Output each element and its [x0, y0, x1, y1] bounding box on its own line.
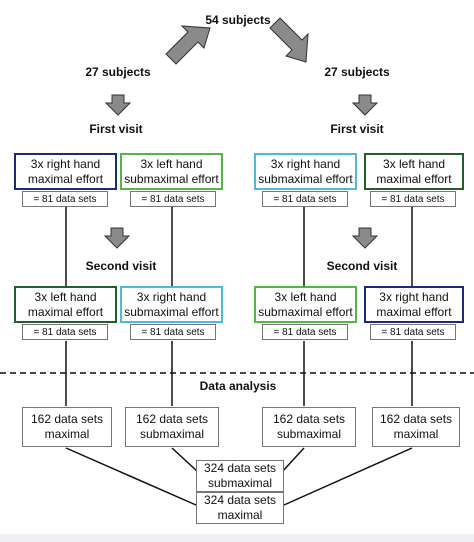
down-arrow-left-second — [103, 227, 131, 249]
down-arrow-right-second — [351, 227, 379, 249]
first-visit-left-label: First visit — [89, 122, 143, 136]
first-visit-count-2: = 81 data sets — [130, 191, 216, 207]
second-visit-count-4: = 81 data sets — [370, 324, 456, 340]
converge-col3 — [281, 447, 305, 473]
converge-col1 — [65, 447, 197, 506]
split-arrow-right — [269, 17, 309, 63]
split-arrow-left — [165, 25, 211, 65]
down-arrow-left-first — [104, 94, 132, 116]
first-visit-count-4: = 81 data sets — [370, 191, 456, 207]
second-visit-right-label: Second visit — [326, 259, 398, 273]
converge-col2 — [171, 447, 199, 473]
footer-band — [0, 534, 474, 542]
second-visit-count-1: = 81 data sets — [22, 324, 108, 340]
group-left-label: 27 subjects — [85, 65, 151, 79]
data-analysis-label: Data analysis — [199, 379, 277, 393]
group-right-label: 27 subjects — [324, 65, 390, 79]
first-visit-count-3: = 81 data sets — [262, 191, 348, 207]
second-visit-left-label: Second visit — [85, 259, 157, 273]
total-subjects-label: 54 subjects — [205, 13, 271, 27]
second-visit-count-3: = 81 data sets — [262, 324, 348, 340]
converge-col4 — [283, 447, 413, 506]
first-visit-right-label: First visit — [330, 122, 384, 136]
first-visit-count-1: = 81 data sets — [22, 191, 108, 207]
down-arrow-right-first — [351, 94, 379, 116]
second-visit-count-2: = 81 data sets — [130, 324, 216, 340]
